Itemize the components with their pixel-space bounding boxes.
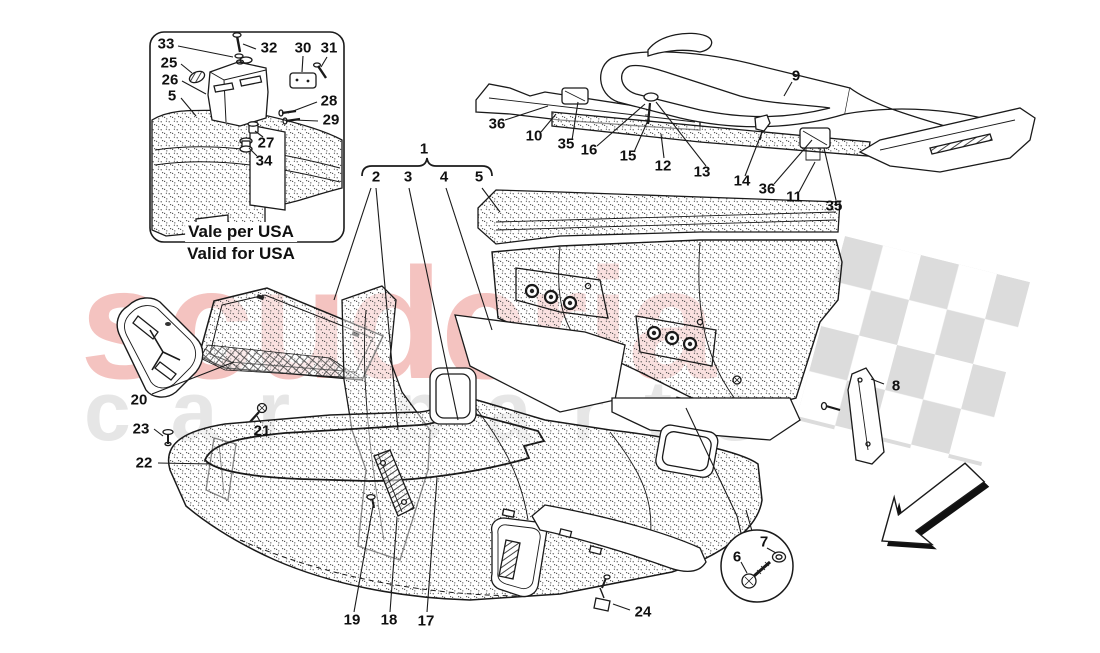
inset-carpet-section [151,109,343,237]
inset-caption-italian: Vale per USA [185,222,297,242]
part-label-9[interactable]: 9 [791,67,801,85]
part-label-36-right[interactable]: 36 [758,180,776,198]
part-label-8[interactable]: 8 [891,377,901,395]
part-label-1[interactable]: 1 [419,140,429,158]
usa-inset-diagram [149,31,345,243]
bracket-8 [820,367,885,465]
part-label-3[interactable]: 3 [403,168,413,186]
floor-carpet [167,367,763,601]
part-label-6[interactable]: 6 [732,548,742,566]
inset-channel [249,124,286,211]
grommets [524,283,698,352]
part-label-12[interactable]: 12 [654,157,672,175]
detail-balloon [685,407,794,603]
part-label-14[interactable]: 14 [733,172,751,190]
part-label-21[interactable]: 21 [253,422,271,440]
part-label-16[interactable]: 16 [580,141,598,159]
footrest [366,449,415,517]
part-label-22[interactable]: 22 [135,454,153,472]
part-label-10[interactable]: 10 [525,127,543,145]
part-label-24[interactable]: 24 [634,603,652,621]
part-label-32[interactable]: 32 [260,39,278,57]
part-label-27[interactable]: 27 [257,134,275,152]
washer-reservoir [207,56,269,127]
leader-lines [151,43,885,613]
part-label-5-main[interactable]: 5 [474,168,484,186]
part-label-5-inset[interactable]: 5 [167,87,177,105]
inset-fasteners [188,32,327,153]
part-label-2[interactable]: 2 [371,168,381,186]
part-label-36-left[interactable]: 36 [488,115,506,133]
lower-panel [611,397,801,441]
part-label-17[interactable]: 17 [417,612,435,630]
part-label-26[interactable]: 26 [161,71,179,89]
inset-caption-english: Valid for USA [184,244,298,264]
inset-border [149,31,345,243]
shelf-left-rail [475,83,701,131]
part-label-29[interactable]: 29 [322,111,340,129]
part-label-30[interactable]: 30 [294,39,312,57]
part-label-31[interactable]: 31 [320,39,338,57]
part-label-20[interactable]: 20 [130,391,148,409]
direction-arrow-icon [881,462,990,550]
part-label-4[interactable]: 4 [439,168,449,186]
part-label-28[interactable]: 28 [320,92,338,110]
part-label-7[interactable]: 7 [759,533,769,551]
clip-24 [593,574,611,612]
shelf-right-blade [858,107,1036,173]
part-label-13[interactable]: 13 [693,163,711,181]
screw-21 [249,402,268,423]
part-label-35-right[interactable]: 35 [825,197,843,215]
clip-14 [754,114,771,132]
side-panel-20 [116,297,204,398]
part-label-34[interactable]: 34 [255,152,273,170]
clip-23 [162,428,174,447]
part-label-23[interactable]: 23 [132,420,150,438]
part-label-25[interactable]: 25 [160,54,178,72]
part-label-18[interactable]: 18 [380,611,398,629]
part-label-15[interactable]: 15 [619,147,637,165]
carpet-assembly [116,157,843,612]
part-label-33[interactable]: 33 [157,35,175,53]
washer-7 [771,551,787,563]
part-label-19[interactable]: 19 [343,611,361,629]
group-brace [361,157,493,177]
rear-shelf-assembly [475,32,1036,173]
part-label-35-left[interactable]: 35 [557,135,575,153]
screw-6 [741,560,771,589]
part-label-11[interactable]: 11 [786,188,802,206]
